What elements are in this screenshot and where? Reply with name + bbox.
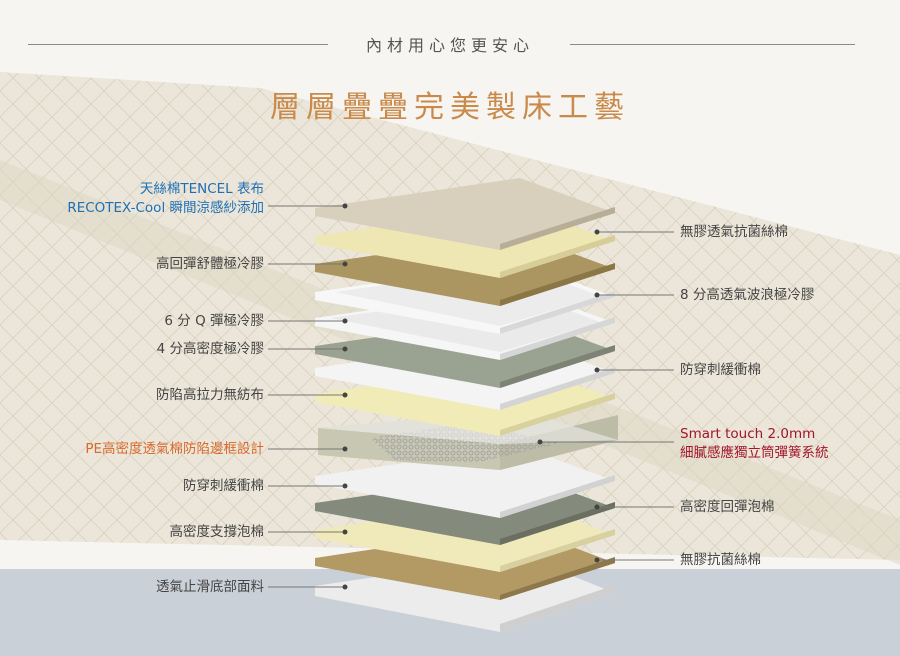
label-bottom-fabric: 透氣止滑底部面料: [156, 579, 264, 595]
label-tencel-line1: 天絲棉TENCEL 表布: [139, 181, 264, 197]
header-rule-left: [28, 44, 328, 45]
label-glue-free-silk: 無膠透氣抗菌絲棉: [680, 224, 788, 240]
label-high-rebound-gel: 高回彈舒體極冷膠: [156, 256, 264, 272]
leader-dots: [342, 203, 600, 590]
label-tencel-line2: RECOTEX-Cool 瞬間涼感紗添加: [67, 200, 264, 216]
label-q-gel: 6 分 Q 彈極冷膠: [164, 313, 264, 329]
layer-pocket-spring: [318, 410, 618, 470]
header-subtitle: 內材用心您更安心: [365, 36, 534, 55]
layer-tencel-top: [315, 178, 615, 250]
label-nonwoven: 防陷高拉力無紡布: [156, 387, 264, 403]
label-pe-frame: PE高密度透氣棉防陷邊框設計: [85, 441, 264, 457]
label-wave-gel: 8 分高透氣波浪極冷膠: [680, 287, 815, 303]
label-anti-puncture-right: 防穿刺緩衝棉: [680, 362, 761, 378]
layer-anti-puncture-lower: [315, 446, 615, 518]
label-rebound-foam: 高密度回彈泡棉: [680, 499, 775, 515]
label-high-density-gel: 4 分高密度極冷膠: [156, 341, 264, 357]
page-title: 層層疊疊完美製床工藝: [270, 90, 630, 125]
label-glue-free-antibac: 無膠抗菌絲棉: [680, 552, 761, 568]
label-anti-puncture-left: 防穿刺緩衝棉: [183, 478, 264, 494]
label-smart-touch-line2: 細膩感應獨立筒彈簧系統: [680, 445, 829, 461]
label-smart-touch-line1: Smart touch 2.0mm: [680, 426, 816, 442]
leader-lines: [268, 205, 674, 588]
label-support-foam: 高密度支撐泡棉: [169, 524, 265, 540]
header-rule-right: [570, 44, 855, 45]
